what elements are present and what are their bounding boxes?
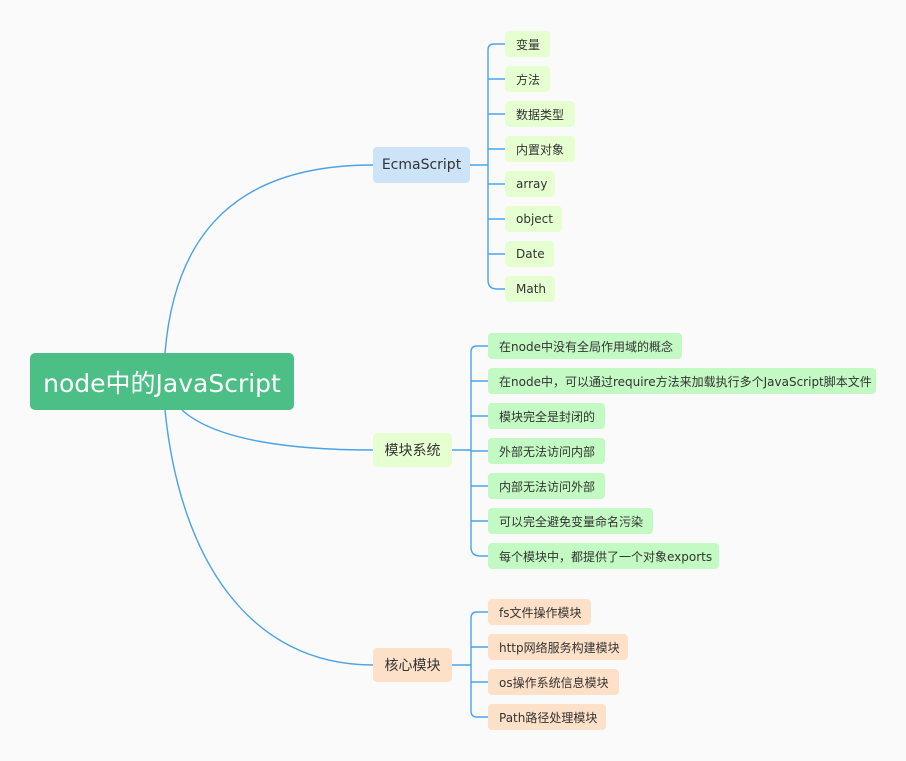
item-label: Path路径处理模块 — [499, 710, 598, 725]
branch-module-system[interactable]: 模块系统 — [373, 433, 452, 467]
ecmascript-item-variables[interactable]: 变量 — [505, 31, 550, 57]
item-label: Math — [516, 282, 547, 296]
ecmascript-item-array[interactable]: array — [505, 171, 555, 197]
item-label: os操作系统信息模块 — [499, 675, 609, 690]
ecmascript-item-data-types[interactable]: 数据类型 — [505, 101, 575, 127]
module-item-inside-no-access[interactable]: 内部无法访问外部 — [488, 473, 605, 499]
link-root-core-modules — [164, 409, 374, 666]
item-label: 变量 — [516, 37, 541, 52]
root-label: node中的JavaScript — [43, 368, 281, 398]
branch-ecmascript[interactable]: EcmaScript — [373, 147, 470, 183]
item-label: 内部无法访问外部 — [499, 479, 596, 494]
item-label: http网络服务构建模块 — [499, 640, 620, 655]
module-item-outside-no-access[interactable]: 外部无法访问内部 — [488, 438, 605, 464]
item-label: array — [516, 177, 548, 191]
module-item-exports[interactable]: 每个模块中，都提供了一个对象exports — [488, 543, 719, 569]
item-label: Date — [516, 247, 545, 261]
item-label: fs文件操作模块 — [499, 605, 582, 620]
item-label: 可以完全避免变量命名污染 — [499, 514, 644, 529]
item-label: 每个模块中，都提供了一个对象exports — [499, 549, 713, 564]
core-item-os[interactable]: os操作系统信息模块 — [488, 669, 619, 695]
item-label: 数据类型 — [516, 107, 565, 122]
ecmascript-item-methods[interactable]: 方法 — [505, 66, 550, 92]
module-item-no-global-scope[interactable]: 在node中没有全局作用域的概念 — [488, 333, 682, 359]
branch-label: 模块系统 — [384, 443, 441, 459]
item-label: 外部无法访问内部 — [499, 444, 596, 459]
module-item-require[interactable]: 在node中，可以通过require方法来加载执行多个JavaScript脚本文… — [488, 368, 876, 394]
ecmascript-item-date[interactable]: Date — [505, 241, 554, 267]
branch-core-modules[interactable]: 核心模块 — [373, 648, 452, 682]
item-label: 内置对象 — [516, 142, 565, 157]
item-label: object — [516, 212, 553, 226]
item-label: 方法 — [516, 72, 541, 87]
branch-label: EcmaScript — [381, 157, 462, 173]
ecmascript-item-object[interactable]: object — [505, 206, 562, 232]
item-label: 在node中没有全局作用域的概念 — [499, 339, 673, 354]
item-label: 在node中，可以通过require方法来加载执行多个JavaScript脚本文… — [499, 374, 872, 389]
link-root-ecmascript — [164, 164, 374, 354]
core-item-http[interactable]: http网络服务构建模块 — [488, 634, 628, 660]
module-item-no-pollution[interactable]: 可以完全避免变量命名污染 — [488, 508, 653, 534]
ecmascript-item-builtin-objects[interactable]: 内置对象 — [505, 136, 575, 162]
branch-label: 核心模块 — [384, 658, 441, 674]
item-label: 模块完全是封闭的 — [499, 409, 596, 424]
module-item-closed[interactable]: 模块完全是封闭的 — [488, 403, 605, 429]
ecmascript-item-math[interactable]: Math — [505, 276, 555, 302]
core-item-fs[interactable]: fs文件操作模块 — [488, 599, 591, 625]
link-root-module-system — [181, 409, 374, 451]
root-node[interactable]: node中的JavaScript — [30, 353, 294, 410]
core-item-path[interactable]: Path路径处理模块 — [488, 704, 606, 730]
